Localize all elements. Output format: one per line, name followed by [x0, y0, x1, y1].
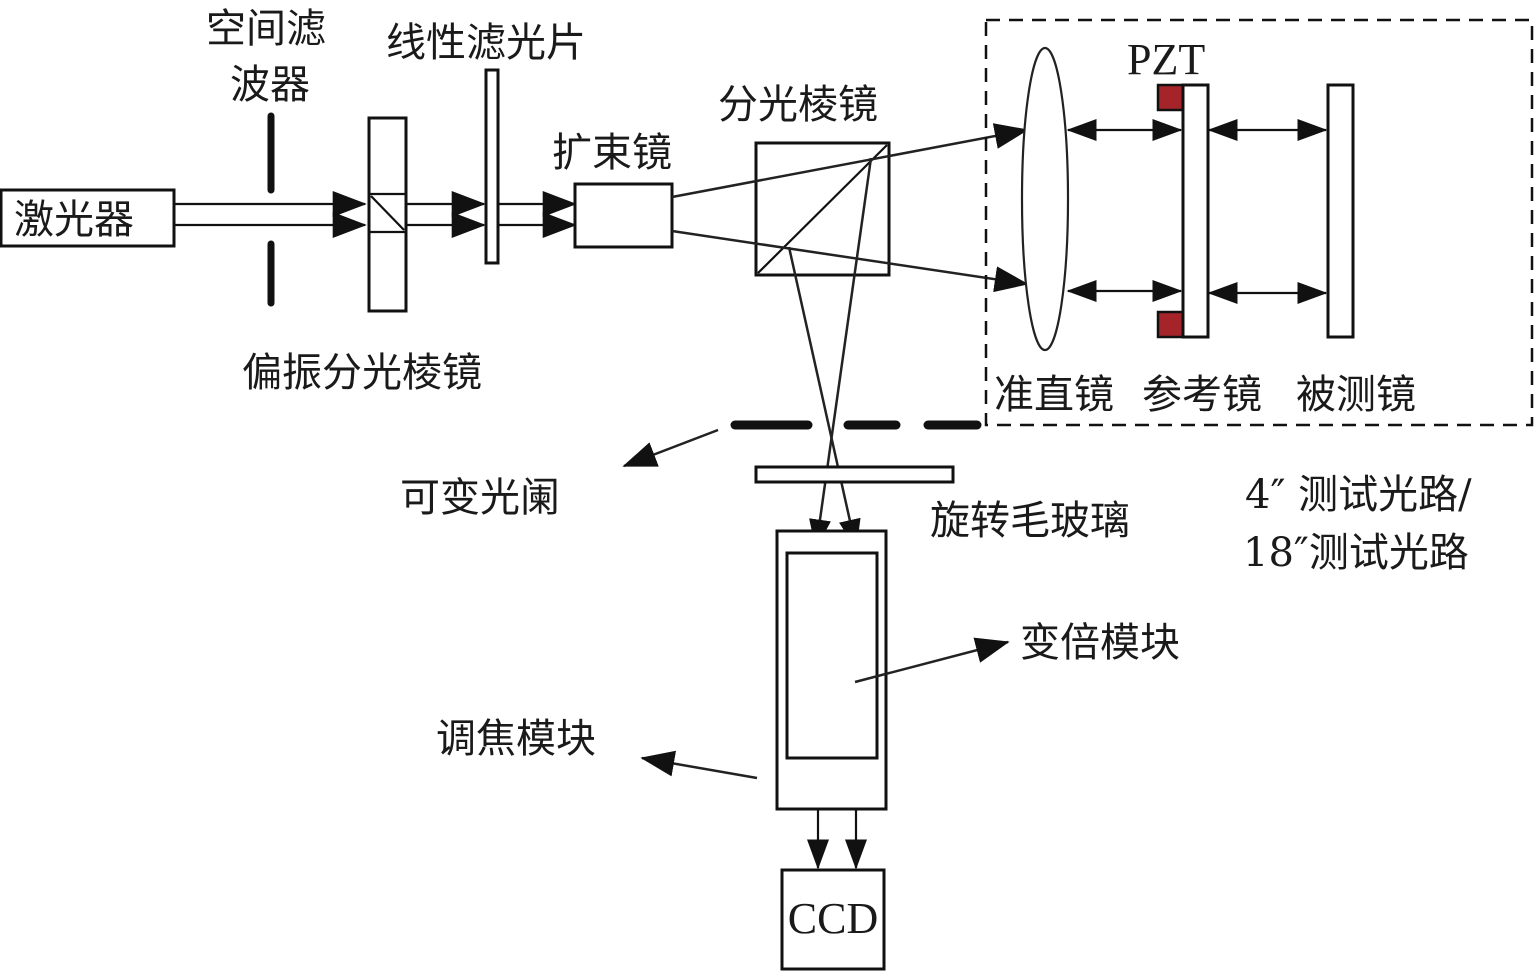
zoom-module: 变倍模块 — [785, 551, 1180, 760]
bs-prism-diagonal — [757, 144, 888, 274]
polarizing-beam-splitter: 偏振分光棱镜 — [242, 116, 482, 396]
ccd-label: CCD — [788, 894, 878, 943]
rotating-ground-glass: 旋转毛玻璃 — [754, 465, 1130, 544]
bs-prism-label: 分光棱镜 — [718, 82, 878, 128]
pzt-actuator-bottom — [1156, 310, 1185, 339]
beam-expander-label: 扩束镜 — [552, 130, 672, 176]
variable-aperture: 可变光阑 — [400, 420, 982, 521]
focus-module-pointer-arrow — [640, 750, 758, 780]
ground-glass-label: 旋转毛玻璃 — [930, 498, 1130, 544]
reference-test-arrows — [1207, 119, 1328, 304]
reference-mirror-label: 参考镜 — [1142, 372, 1262, 418]
beam-filter-to-expander — [498, 191, 577, 238]
pzt-label: PZT — [1127, 35, 1205, 84]
collimator-reference-arrows — [1066, 119, 1183, 302]
laser-label: 激光器 — [14, 197, 134, 243]
collimator-label: 准直镜 — [994, 372, 1114, 418]
test-mirror-plate — [1326, 83, 1355, 339]
laser-beam — [174, 191, 367, 238]
beam-expander-box — [573, 182, 674, 249]
test-path-dashed-box — [984, 18, 1534, 427]
spatial-filter-label-line1: 空间滤 — [206, 6, 326, 52]
spatial-filter: 空间滤 波器 — [206, 6, 326, 307]
beam-to-ccd — [807, 809, 867, 870]
zoom-module-box — [785, 551, 879, 760]
ccd-box — [780, 868, 886, 971]
test-path-label-line2: 18″测试光路 — [1243, 530, 1469, 576]
pbs-label: 偏振分光棱镜 — [242, 350, 482, 396]
reference-mirror: PZT 参考镜 — [1127, 35, 1262, 418]
variable-aperture-label: 可变光阑 — [400, 475, 560, 521]
zoom-module-label: 变倍模块 — [1020, 620, 1180, 666]
zoom-module-pointer-arrow — [854, 637, 1010, 684]
aperture-pointer-arrow — [622, 428, 719, 468]
pzt-actuator-top — [1156, 83, 1185, 112]
reference-mirror-plate — [1181, 83, 1210, 339]
spatial-filter-label-line2: 波器 — [230, 62, 310, 108]
linear-filter-plate — [484, 68, 500, 265]
beam-expander-to-collimator — [671, 123, 1029, 293]
linear-filter: 线性滤光片 — [386, 20, 586, 265]
test-mirror: 被测镜 — [1296, 83, 1416, 418]
focus-module-label: 调焦模块 — [436, 716, 596, 762]
beam-pbs-to-filter — [406, 191, 486, 238]
beam-ray-upper — [671, 123, 1029, 199]
beam-expander: 扩束镜 — [552, 130, 674, 249]
ground-glass-plate — [754, 465, 955, 484]
test-path-note: 4″ 测试光路/ 18″测试光路 — [1243, 472, 1472, 576]
pbs-diagonal — [370, 195, 405, 231]
laser-box — [0, 188, 176, 248]
ccd: CCD — [780, 868, 886, 971]
collimator: 准直镜 — [994, 46, 1114, 418]
laser: 激光器 — [0, 188, 176, 248]
linear-filter-label: 线性滤光片 — [386, 20, 586, 66]
return-ray-b — [787, 246, 861, 550]
test-mirror-label: 被测镜 — [1296, 372, 1416, 418]
collimator-lens — [1020, 46, 1070, 352]
test-path-enclosure — [984, 18, 1534, 427]
test-path-label-line1: 4″ 测试光路/ — [1245, 472, 1472, 518]
beam-splitter-prism: 分光棱镜 — [718, 82, 891, 277]
beam-ray-lower — [671, 229, 1029, 293]
